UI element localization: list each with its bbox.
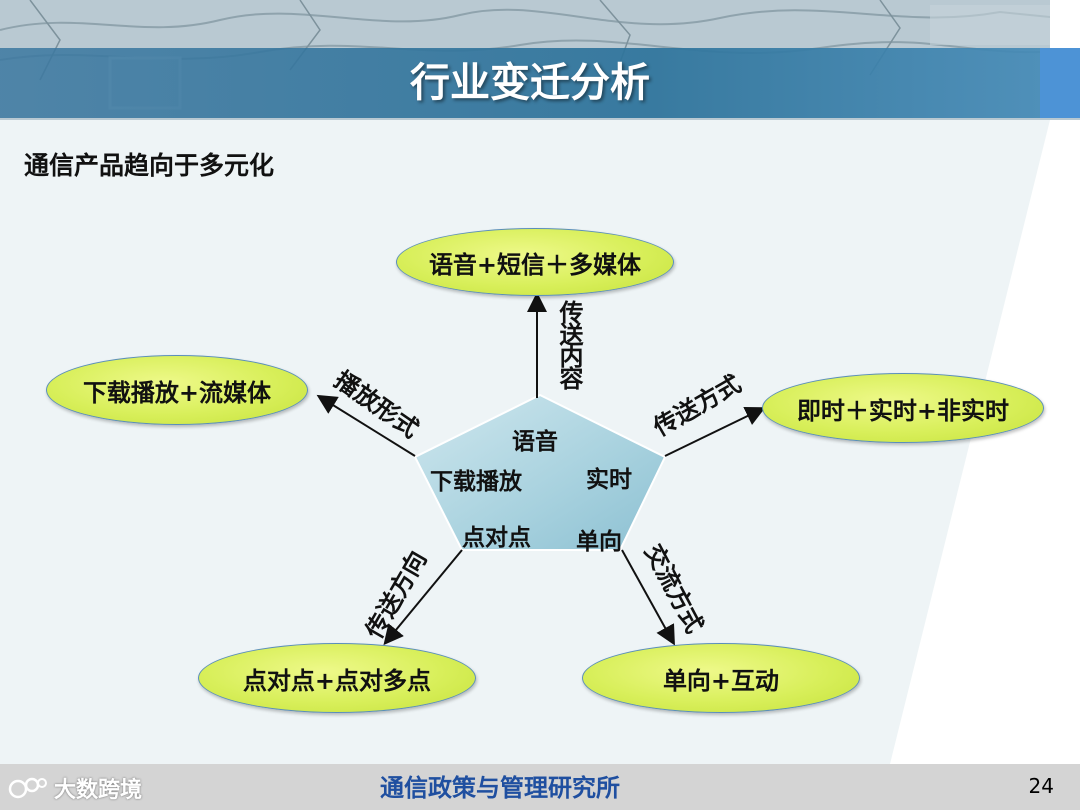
node-top: 语音+短信＋多媒体: [396, 228, 674, 296]
watermark-text: 大数跨境: [54, 772, 142, 804]
center-item-p2p: 点对点: [462, 518, 531, 552]
center-item-voice: 语音: [512, 422, 558, 456]
node-bottom-right: 单向+互动: [582, 643, 860, 713]
node-right: 即时＋实时+非实时: [762, 373, 1044, 443]
page-number: 24: [1029, 774, 1054, 798]
center-item-download: 下载播放: [430, 462, 522, 496]
center-item-oneway: 单向: [576, 522, 622, 556]
label-top: 传送内容: [552, 300, 587, 388]
footer-organization: 通信政策与管理研究所: [380, 768, 620, 803]
watermark-logo-icon: [8, 775, 48, 801]
center-item-realtime: 实时: [586, 460, 632, 494]
watermark: 大数跨境: [8, 772, 142, 804]
node-bottom-left: 点对点+点对多点: [198, 643, 476, 713]
node-left: 下载播放+流媒体: [46, 355, 308, 425]
